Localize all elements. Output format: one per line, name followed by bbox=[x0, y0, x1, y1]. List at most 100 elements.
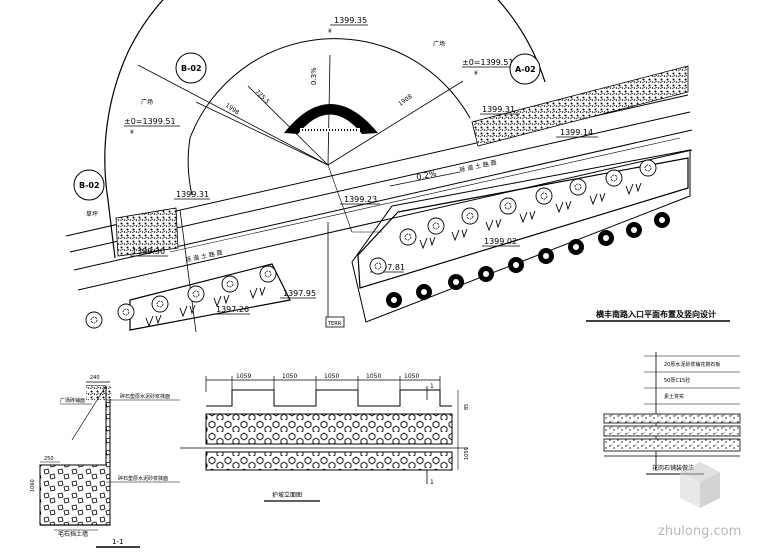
planting-strip-left bbox=[115, 207, 179, 257]
svg-text:50厚C15砼: 50厚C15砼 bbox=[664, 377, 690, 384]
arc-slope-label: 0.3% bbox=[310, 67, 318, 85]
right-upper-elev: 1399.31 bbox=[482, 105, 515, 114]
marker-b02-left-text: B-02 bbox=[79, 181, 100, 190]
svg-text:毛石挡土墙: 毛石挡土墙 bbox=[58, 530, 88, 538]
right-level-mark: 广场 ±0=1399.51 ¥ bbox=[433, 40, 520, 77]
top-elevation-text: 1399.35 bbox=[334, 16, 367, 25]
marker-a02: A-02 bbox=[509, 53, 541, 85]
dim-3: 1050 bbox=[324, 373, 339, 380]
marker-b02-left: B-02 bbox=[73, 169, 105, 201]
plaza-inner-arc-left bbox=[187, 137, 193, 196]
svg-text:1050: 1050 bbox=[464, 447, 470, 460]
left-height-dim: 1060 bbox=[30, 479, 36, 492]
plaza-outer-arc-left bbox=[104, 51, 129, 201]
svg-text:725.5: 725.5 bbox=[254, 88, 271, 105]
section-1-1: 240 广场砖铺面 碎石垫层水泥砂浆抹面 碎石垫层水泥砂浆抹面 250 1060… bbox=[30, 375, 180, 548]
svg-text:素土夯实: 素土夯实 bbox=[664, 393, 684, 400]
left-mid-elev: 1399.31 bbox=[176, 190, 209, 199]
grass-icon bbox=[451, 228, 468, 242]
shrub-icon bbox=[85, 311, 103, 329]
shrub-icon bbox=[427, 217, 445, 235]
section-marker-bottom: 1 bbox=[430, 479, 434, 486]
shrub-icon bbox=[499, 197, 517, 215]
tree-icon bbox=[568, 239, 584, 255]
svg-text:碎石垫层水泥砂浆抹面: 碎石垫层水泥砂浆抹面 bbox=[118, 475, 168, 482]
svg-text:护坡立面图: 护坡立面图 bbox=[272, 491, 302, 499]
tree-icon bbox=[626, 222, 642, 238]
paving-profile: 1059 1050 1050 1050 1050 1 1 85 1050 护坡立… bbox=[180, 373, 470, 502]
shrub-icon bbox=[369, 257, 387, 275]
grass-icon bbox=[625, 182, 642, 196]
svg-text:广场: 广场 bbox=[141, 98, 153, 106]
grass-icon bbox=[555, 200, 572, 214]
grass-symbols bbox=[145, 182, 642, 328]
svg-text:85: 85 bbox=[464, 404, 470, 410]
svg-text:砾 道 土 路 面: 砾 道 土 路 面 bbox=[459, 158, 497, 174]
svg-text:250: 250 bbox=[44, 456, 54, 462]
left-level-mark: 广场 ±0=1399.51 ¥ bbox=[124, 98, 180, 136]
planting-bed-right-outer bbox=[351, 149, 691, 323]
shrub-icon bbox=[187, 285, 205, 303]
section-title: 1-1 bbox=[112, 538, 123, 546]
shrub-icon bbox=[639, 159, 657, 177]
marker-b02-top-text: B-02 bbox=[181, 64, 202, 73]
grass-icon bbox=[589, 192, 606, 206]
radial-lines bbox=[137, 54, 464, 166]
right-bed-elev: 1399.02 bbox=[484, 237, 517, 246]
marker-a02-text: A-02 bbox=[515, 65, 536, 74]
svg-text:1908: 1908 bbox=[397, 93, 414, 108]
dim-1: 1059 bbox=[236, 373, 251, 380]
shrub-icon bbox=[605, 169, 623, 187]
shrub-icon bbox=[399, 228, 417, 246]
left-pm0-text: ±0=1399.51 bbox=[124, 117, 176, 126]
tree-icon bbox=[448, 274, 464, 290]
tree-icon bbox=[538, 248, 554, 264]
grass-icon bbox=[485, 218, 502, 232]
central-arch-feature bbox=[284, 104, 378, 134]
grass-icon bbox=[519, 210, 536, 224]
svg-text:¥: ¥ bbox=[130, 129, 134, 136]
shrub-icon bbox=[535, 187, 553, 205]
svg-text:20厚水泥砂浆铺花岗石板: 20厚水泥砂浆铺花岗石板 bbox=[664, 361, 720, 368]
right-pm0-text: ±0=1399.51 bbox=[462, 58, 514, 67]
center-road-elev: 1399.23 bbox=[344, 195, 377, 204]
shrub-icon bbox=[569, 178, 587, 196]
svg-text:240: 240 bbox=[90, 375, 100, 381]
lower-right2-elev: 1397.81 bbox=[372, 263, 405, 272]
dim-2: 1050 bbox=[282, 373, 297, 380]
grass-icon bbox=[145, 314, 162, 328]
watermark-text: zhulong.com bbox=[658, 524, 741, 539]
svg-text:广场: 广场 bbox=[433, 40, 445, 48]
svg-text:碎石垫层水泥砂浆抹面: 碎石垫层水泥砂浆抹面 bbox=[120, 393, 170, 400]
svg-text:横丰南路入口平面布置及竖向设计: 横丰南路入口平面布置及竖向设计 bbox=[596, 309, 716, 319]
tree-icon bbox=[654, 212, 670, 228]
plaza-outer-arc bbox=[127, 0, 546, 83]
svg-text:草坪: 草坪 bbox=[86, 210, 98, 218]
svg-text:¥: ¥ bbox=[474, 70, 478, 77]
road-slope-label: 0.2% bbox=[416, 169, 438, 182]
right-mid-elev: 1399.14 bbox=[560, 128, 593, 137]
tree-symbols bbox=[386, 212, 670, 308]
svg-text:TERR: TERR bbox=[327, 321, 342, 327]
svg-text:花岗石铺装做法: 花岗石铺装做法 bbox=[652, 464, 694, 472]
left-lower-elev: 1399.30 bbox=[132, 247, 165, 256]
grass-icon bbox=[249, 286, 266, 300]
dim-4: 1050 bbox=[366, 373, 381, 380]
dim-5: 1050 bbox=[404, 373, 419, 380]
tree-icon bbox=[508, 257, 524, 273]
grass-icon bbox=[179, 304, 196, 318]
shrub-icon bbox=[221, 275, 239, 293]
top-elevation-mark: 1399.35 ¥ bbox=[328, 16, 368, 35]
marker-b02-top: B-02 bbox=[175, 52, 207, 84]
planting-strip-upper-right bbox=[471, 65, 689, 147]
section-marker-top: 1 bbox=[430, 383, 434, 390]
watermark-logo bbox=[680, 462, 720, 508]
shrub-icon bbox=[259, 265, 277, 283]
planting-bed-left bbox=[129, 263, 291, 331]
tree-icon bbox=[416, 284, 432, 300]
tree-icon bbox=[478, 266, 494, 282]
svg-text:¥: ¥ bbox=[328, 28, 332, 35]
plaza-inner-arc bbox=[189, 38, 471, 139]
